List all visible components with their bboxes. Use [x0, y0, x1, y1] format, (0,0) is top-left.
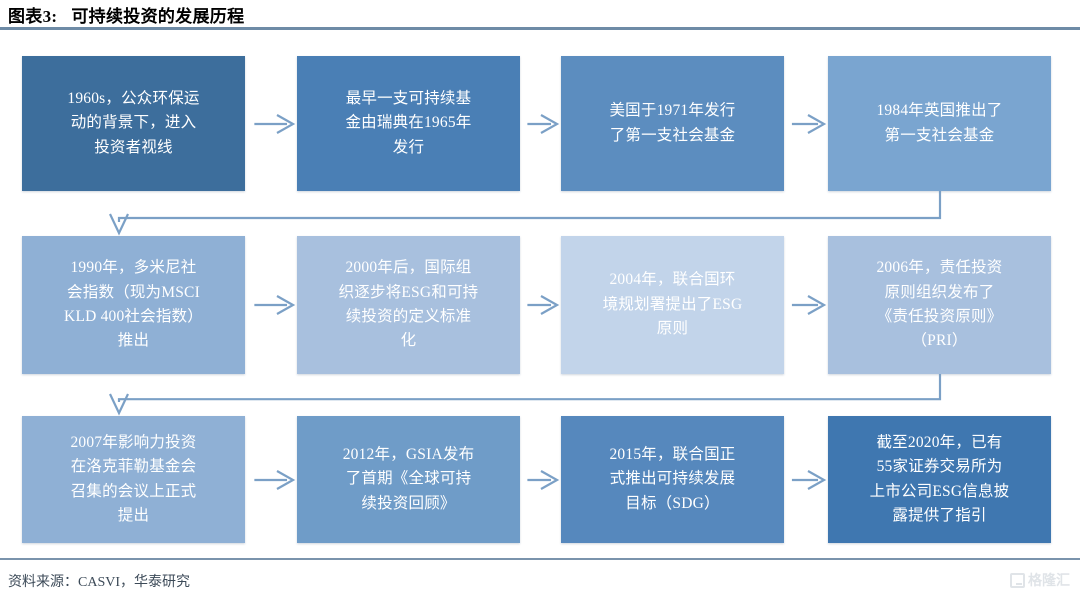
- box-1971[interactable]: 美国于1971年发行 了第一支社会基金: [561, 56, 784, 191]
- watermark: 格隆汇: [1010, 570, 1070, 590]
- arrow-right-icon: [245, 109, 297, 139]
- arrow-right-icon: [520, 109, 561, 139]
- arrow-right-icon: [520, 465, 561, 495]
- arrow-right-icon: [784, 109, 828, 139]
- box-label: 2006年，责任投资 原则组织发布了 《责任投资原则》 （PRI）: [876, 259, 1003, 350]
- box-label: 1984年英国推出了 第一支社会基金: [876, 102, 1003, 144]
- title-divider: [0, 27, 1080, 30]
- box-label: 1960s，公众环保运 动的背景下，进入 投资者视线: [67, 89, 200, 156]
- source-note: 资料来源：CASVI，华泰研究: [8, 575, 191, 590]
- box-1984[interactable]: 1984年英国推出了 第一支社会基金: [828, 56, 1051, 191]
- box-2012[interactable]: 2012年，GSIA发布 了首期《全球可持 续投资回顾》: [297, 416, 520, 543]
- watermark-label: 格隆汇: [1028, 572, 1070, 588]
- box-label: 2000年后，国际组 织逐步将ESG和可持 续投资的定义标准 化: [338, 259, 479, 350]
- box-2006[interactable]: 2006年，责任投资 原则组织发布了 《责任投资原则》 （PRI）: [828, 236, 1051, 374]
- box-1960s[interactable]: 1960s，公众环保运 动的背景下，进入 投资者视线: [22, 56, 245, 191]
- box-label: 2004年，联合国环 境规划署提出了ESG 原则: [602, 271, 743, 338]
- arrow-right-icon: [784, 290, 828, 320]
- exhibit-title: 可持续投资的发展历程: [71, 7, 245, 26]
- box-label: 2015年，联合国正 式推出可持续发展 目标（SDG）: [609, 445, 736, 512]
- row-connector-arrow-icon: [99, 374, 960, 416]
- chart-footer: 资料来源：CASVI，华泰研究 格隆汇: [0, 558, 1080, 603]
- box-label: 截至2020年，已有 55家证券交易所为 上市公司ESG信息披 露提供了指引: [869, 433, 1010, 524]
- box-2000[interactable]: 2000年后，国际组 织逐步将ESG和可持 续投资的定义标准 化: [297, 236, 520, 374]
- row-connector-arrow-icon: [99, 191, 960, 236]
- exhibit-number: 图表3:: [8, 7, 58, 26]
- arrow-right-icon: [245, 290, 297, 320]
- arrow-right-icon: [520, 290, 561, 320]
- watermark-logo-icon: [1010, 572, 1025, 588]
- box-2020[interactable]: 截至2020年，已有 55家证券交易所为 上市公司ESG信息披 露提供了指引: [828, 416, 1051, 543]
- box-1965[interactable]: 最早一支可持续基 金由瑞典在1965年 发行: [297, 56, 520, 191]
- flowchart-canvas: 1960s，公众环保运 动的背景下，进入 投资者视线 最早一支可持续基 金由瑞典在…: [0, 30, 1080, 558]
- arrow-right-icon: [784, 465, 828, 495]
- box-1990[interactable]: 1990年，多米尼社 会指数（现为MSCI KLD 400社会指数） 推出: [22, 236, 245, 374]
- box-label: 2012年，GSIA发布 了首期《全球可持 续投资回顾》: [342, 445, 475, 512]
- box-2004[interactable]: 2004年，联合国环 境规划署提出了ESG 原则: [561, 236, 784, 374]
- chart-header: 图表3: 可持续投资的发展历程: [0, 0, 1080, 30]
- box-label: 2007年影响力投资 在洛克菲勒基金会 召集的会议上正式 提出: [70, 433, 197, 524]
- box-label: 1990年，多米尼社 会指数（现为MSCI KLD 400社会指数） 推出: [64, 259, 203, 350]
- box-label: 美国于1971年发行 了第一支社会基金: [609, 102, 736, 144]
- arrow-right-icon: [245, 465, 297, 495]
- box-label: 最早一支可持续基 金由瑞典在1965年 发行: [345, 89, 472, 156]
- footer-divider: [0, 558, 1080, 560]
- box-2007[interactable]: 2007年影响力投资 在洛克菲勒基金会 召集的会议上正式 提出: [22, 416, 245, 543]
- box-2015[interactable]: 2015年，联合国正 式推出可持续发展 目标（SDG）: [561, 416, 784, 543]
- page-title: 图表3: 可持续投资的发展历程: [8, 2, 244, 27]
